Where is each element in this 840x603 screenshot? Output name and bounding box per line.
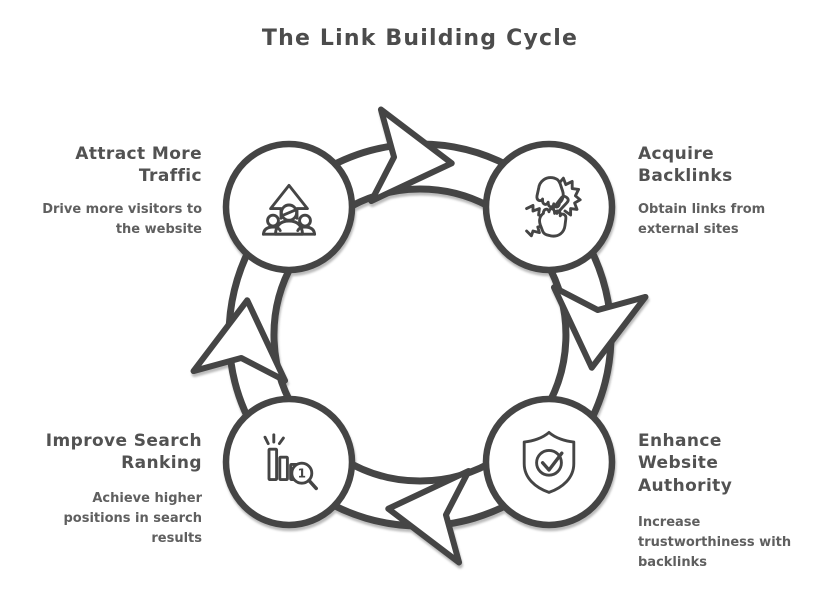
rank-one-badge: 1 — [298, 467, 306, 481]
node-description-acquire-backlinks: Obtain links from external sites — [638, 202, 766, 238]
node-heading-enhance-authority: Enhance Website Authority — [638, 431, 733, 496]
arrow-top-icon — [368, 106, 455, 205]
node-description-attract-traffic: Drive more visitors to the website — [42, 202, 202, 238]
cycle-ring-group — [190, 106, 649, 566]
page-title: The Link Building Cycle — [261, 26, 579, 51]
node-circle-improve-ranking — [222, 395, 356, 529]
audience-growth-icon — [261, 183, 317, 236]
collaboration-hands-icon — [525, 176, 582, 238]
node-heading-attract-traffic: Attract More Traffic — [75, 144, 202, 187]
arrow-left-icon — [190, 297, 289, 384]
node-heading-acquire-backlinks: Acquire Backlinks — [638, 144, 733, 187]
node-description-enhance-authority: Increase trustworthiness with backlinks — [638, 515, 792, 571]
arrow-bottom-icon — [385, 467, 472, 566]
node-heading-improve-ranking: Improve Search Ranking — [45, 431, 202, 474]
node-description-improve-ranking: Achieve higher positions in search resul… — [63, 491, 203, 547]
arrow-right-icon — [550, 284, 649, 371]
ranking-chart-magnifier-icon: 1 — [263, 433, 318, 491]
shield-check-icon — [522, 430, 576, 494]
